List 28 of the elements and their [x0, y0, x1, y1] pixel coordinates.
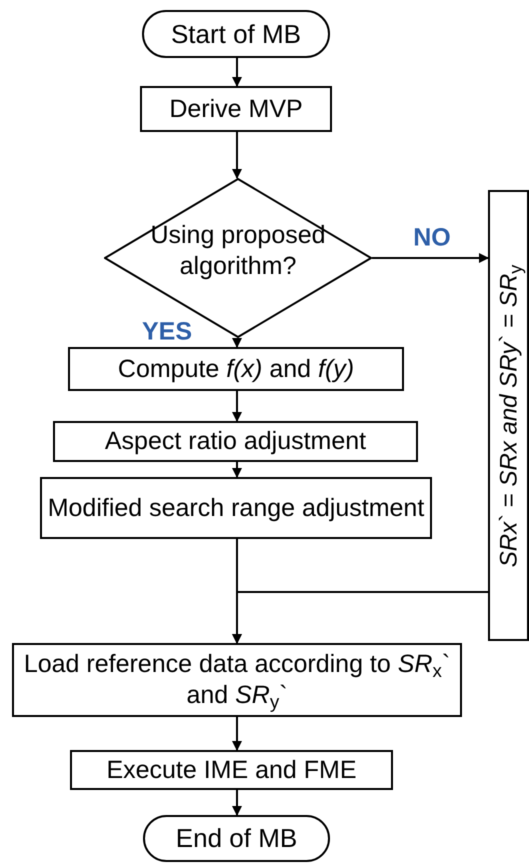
- process-box: [12, 643, 462, 717]
- arrow: [232, 132, 242, 179]
- node-text: Start of MB: [170, 18, 302, 50]
- process-box: [70, 750, 393, 790]
- node-text: Execute IME and FME: [106, 754, 357, 786]
- arrow: [232, 338, 242, 348]
- arrow: [232, 717, 242, 751]
- terminal-box: [142, 10, 330, 58]
- process-box: [68, 347, 404, 391]
- process-box: [53, 421, 418, 462]
- terminal-box: [143, 815, 330, 862]
- node-text: End of MB: [176, 822, 298, 855]
- arrow: [232, 591, 488, 644]
- node-text: Aspect ratio adjustment: [104, 426, 366, 457]
- arrow: [232, 462, 242, 478]
- arrow: [232, 58, 242, 87]
- arrow: [372, 253, 489, 263]
- process-box: [140, 86, 332, 132]
- process-box: [40, 477, 432, 539]
- arrow: [232, 391, 242, 422]
- node-text: Load reference data according to SR$_{x}$` and SR$_{y}$`: [22, 649, 452, 711]
- node-text: Modified search range adjustment: [48, 492, 424, 524]
- decision-diamond: [104, 178, 372, 338]
- process-box: [488, 190, 529, 641]
- node-text: Compute f(x) and f(y): [118, 354, 354, 384]
- node-text: Derive MVP: [169, 94, 303, 124]
- arrow: [232, 790, 242, 816]
- node-text: Using proposed algorithm?: [149, 220, 327, 282]
